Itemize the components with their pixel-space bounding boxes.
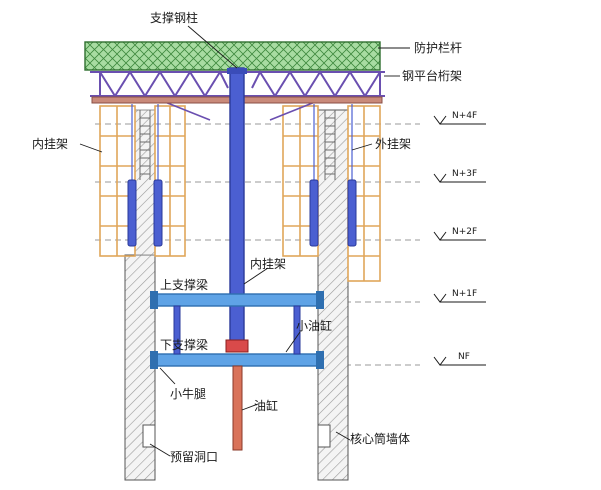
label-outer-frame: 外挂架 <box>375 137 411 151</box>
level-n0: NF <box>458 352 470 362</box>
label-reserved-hole: 预留洞口 <box>170 450 218 464</box>
level-n1: N+1F <box>452 289 477 299</box>
label-corbel: 小牛腿 <box>170 386 206 401</box>
label-inner-frame-left: 内挂架 <box>32 137 68 151</box>
reserved-hole-right <box>317 424 331 448</box>
level-markers <box>433 115 486 366</box>
label-lower-beam: 下支撑梁 <box>160 337 208 352</box>
ladders <box>139 110 336 180</box>
label-support-column: 支撑钢柱 <box>150 10 198 25</box>
label-small-cylinder: 小油缸 <box>296 318 332 333</box>
core-wall-left-upper <box>134 109 156 256</box>
small-cylinders <box>173 305 301 355</box>
hanger-cylinders <box>127 179 357 247</box>
level-n2: N+2F <box>452 227 477 237</box>
guard-rail <box>84 41 381 71</box>
label-upper-beam: 上支撑梁 <box>160 277 208 292</box>
leader-lines <box>79 25 410 457</box>
level-n3: N+3F <box>452 169 477 179</box>
hanger-rods <box>131 104 353 180</box>
label-guard-rail: 防护栏杆 <box>414 40 462 55</box>
label-core-wall: 核心筒墙体 <box>350 431 410 446</box>
level-n4: N+4F <box>452 111 477 121</box>
label-inner-frame-center: 内挂架 <box>250 257 286 271</box>
support-column <box>225 67 249 353</box>
reserved-hole-left <box>142 424 156 448</box>
hydraulic-cylinder <box>232 365 243 451</box>
label-steel-platform-truss: 钢平台桁架 <box>402 68 462 83</box>
label-cylinder: 油缸 <box>254 398 278 413</box>
upper-support-beam <box>150 291 324 309</box>
column-jack-head <box>225 339 249 353</box>
